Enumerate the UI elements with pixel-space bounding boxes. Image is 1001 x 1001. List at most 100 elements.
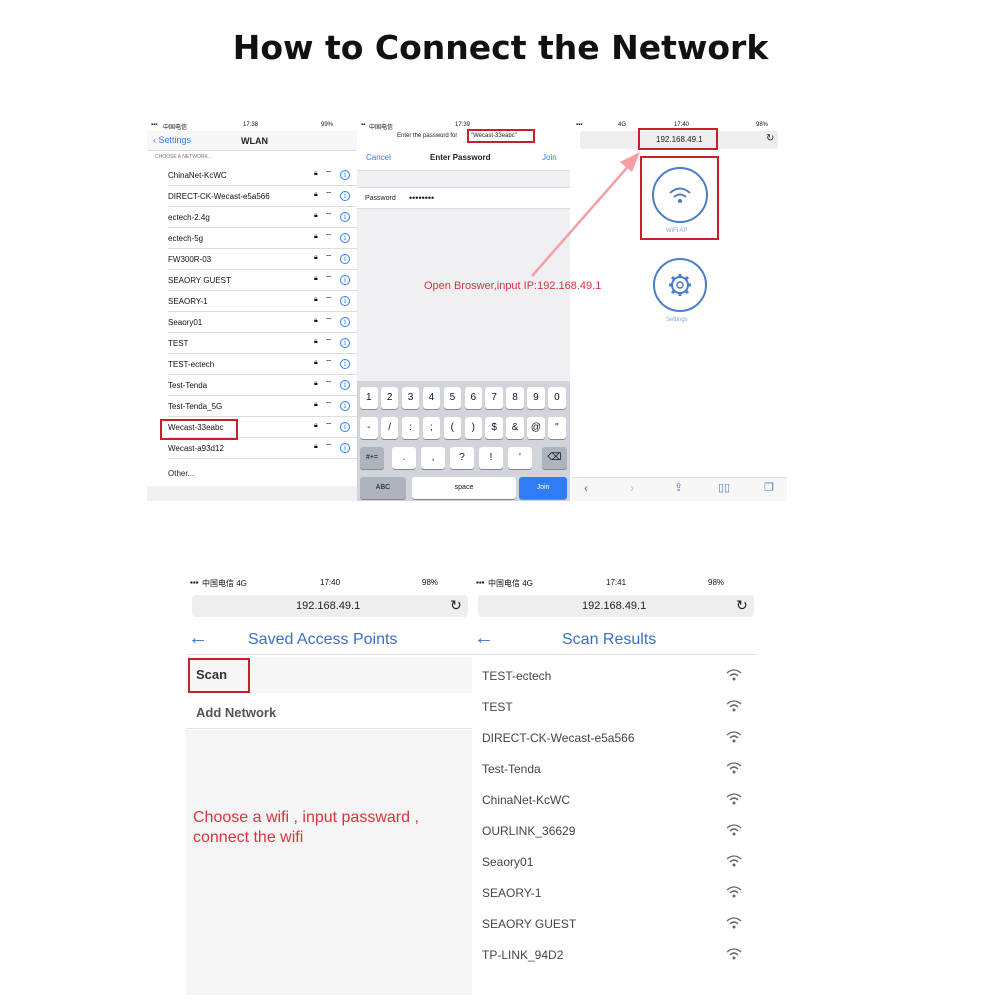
info-icon[interactable]: i bbox=[340, 401, 350, 411]
scan-item[interactable]: Scan bbox=[186, 657, 472, 693]
network-item[interactable]: ectech-5g🔒︎⌔i bbox=[147, 228, 357, 249]
key[interactable]: - bbox=[360, 417, 378, 439]
wifi-ap-button[interactable] bbox=[652, 167, 708, 223]
key[interactable]: 3 bbox=[401, 387, 420, 409]
key[interactable]: , bbox=[421, 447, 445, 469]
scan-result-item[interactable]: ChinaNet-KcWC bbox=[472, 784, 758, 815]
info-icon[interactable]: i bbox=[340, 443, 350, 453]
scan-result-item[interactable]: Seaory01 bbox=[472, 846, 758, 877]
key[interactable]: ! bbox=[479, 447, 503, 469]
address-bar[interactable]: 192.168.49.1 ↻ bbox=[580, 131, 778, 149]
info-icon[interactable]: i bbox=[340, 212, 350, 222]
info-icon[interactable]: i bbox=[340, 191, 350, 201]
cancel-button[interactable]: Cancel bbox=[366, 153, 391, 162]
info-icon[interactable]: i bbox=[340, 254, 350, 264]
network-item[interactable]: TEST-ectech🔒︎⌔i bbox=[147, 354, 357, 375]
add-network-item[interactable]: Add Network bbox=[186, 695, 472, 729]
abc-key[interactable]: ABC bbox=[360, 477, 406, 499]
bookmarks-icon[interactable]: ▯▯ bbox=[718, 482, 731, 494]
scan-result-item[interactable]: DIRECT-CK-Wecast-e5a566 bbox=[472, 722, 758, 753]
info-icon[interactable]: i bbox=[340, 338, 350, 348]
network-item[interactable]: DIRECT-CK-Wecast-e5a566🔒︎⌔i bbox=[147, 186, 357, 207]
info-icon[interactable]: i bbox=[340, 317, 350, 327]
password-field[interactable]: •••••••• bbox=[409, 193, 435, 203]
info-icon[interactable]: i bbox=[340, 233, 350, 243]
network-item[interactable]: TEST🔒︎⌔i bbox=[147, 333, 357, 354]
scan-result-item[interactable]: SEAORY GUEST bbox=[472, 908, 758, 939]
key[interactable]: 1 bbox=[360, 387, 378, 409]
settings-button[interactable] bbox=[653, 258, 707, 312]
key[interactable]: 6 bbox=[464, 387, 482, 409]
key[interactable]: : bbox=[401, 417, 420, 439]
network-item[interactable]: Wecast-a93d12🔒︎⌔i bbox=[147, 438, 357, 459]
key[interactable]: 2 bbox=[380, 387, 399, 409]
delete-key[interactable]: ⌫ bbox=[542, 447, 567, 469]
key[interactable]: ' bbox=[508, 447, 532, 469]
back-arrow-icon[interactable]: ← bbox=[474, 627, 494, 649]
back-arrow-icon[interactable]: ← bbox=[188, 627, 208, 649]
address-bar[interactable]: 192.168.49.1 ↻ bbox=[478, 595, 754, 617]
key[interactable]: 8 bbox=[506, 387, 524, 409]
address-bar[interactable]: 192.168.49.1 ↻ bbox=[192, 595, 468, 617]
url-text: 192.168.49.1 bbox=[582, 600, 647, 612]
scan-result-item[interactable]: SEAORY-1 bbox=[472, 877, 758, 908]
key[interactable]: 0 bbox=[548, 387, 566, 409]
key[interactable]: / bbox=[380, 417, 399, 439]
clock: 17:40 bbox=[320, 578, 341, 587]
scan-result-item[interactable]: TEST bbox=[472, 691, 758, 722]
key[interactable]: 4 bbox=[422, 387, 441, 409]
tabs-icon[interactable]: ❐ bbox=[764, 482, 774, 494]
info-icon[interactable]: i bbox=[340, 275, 350, 285]
network-item[interactable]: Test-Tenda🔒︎⌔i bbox=[147, 375, 357, 396]
wifi-signal-icon: ⌔ bbox=[325, 169, 333, 178]
phone-scan-results-screen: ▪▪▪ 中国电信 4G 17:41 98% 192.168.49.1 ↻ ← S… bbox=[472, 575, 758, 995]
nav-bar: ‹ Settings WLAN bbox=[147, 131, 357, 151]
network-item[interactable]: SEAORY GUEST🔒︎⌔i bbox=[147, 270, 357, 291]
key[interactable]: . bbox=[392, 447, 416, 469]
back-icon[interactable]: ‹ bbox=[584, 481, 588, 495]
key[interactable]: ; bbox=[422, 417, 441, 439]
key[interactable]: ) bbox=[464, 417, 482, 439]
network-item[interactable]: ectech-2.4g🔒︎⌔i bbox=[147, 207, 357, 228]
key[interactable]: $ bbox=[485, 417, 503, 439]
scan-result-name: Test-Tenda bbox=[482, 762, 541, 776]
network-item[interactable]: FW300R-03🔒︎⌔i bbox=[147, 249, 357, 270]
info-icon[interactable]: i bbox=[340, 296, 350, 306]
key[interactable]: 5 bbox=[443, 387, 462, 409]
key[interactable]: & bbox=[506, 417, 524, 439]
scan-result-item[interactable]: TEST-ectech bbox=[472, 660, 758, 691]
other-network-item[interactable]: Other... bbox=[168, 469, 194, 478]
reload-icon[interactable]: ↻ bbox=[766, 133, 775, 144]
space-key[interactable]: space bbox=[412, 477, 516, 499]
forward-icon[interactable]: › bbox=[630, 481, 634, 495]
join-button[interactable]: Join bbox=[542, 153, 557, 162]
back-button[interactable]: ‹ Settings bbox=[153, 135, 191, 145]
network-item[interactable]: Test-Tenda_5G🔒︎⌔i bbox=[147, 396, 357, 417]
reload-icon[interactable]: ↻ bbox=[450, 597, 462, 613]
key[interactable]: 7 bbox=[485, 387, 503, 409]
key[interactable]: ( bbox=[443, 417, 462, 439]
key[interactable]: ? bbox=[450, 447, 474, 469]
scan-result-item[interactable]: OURLINK_36629 bbox=[472, 815, 758, 846]
key[interactable]: 9 bbox=[527, 387, 545, 409]
info-icon[interactable]: i bbox=[340, 359, 350, 369]
scan-result-name: ChinaNet-KcWC bbox=[482, 793, 571, 807]
symbols-key[interactable]: #+= bbox=[360, 447, 384, 469]
info-icon[interactable]: i bbox=[340, 170, 350, 180]
join-key[interactable]: Join bbox=[519, 477, 567, 499]
scan-result-item[interactable]: Test-Tenda bbox=[472, 753, 758, 784]
scan-result-item[interactable]: TP-LINK_94D2 bbox=[472, 939, 758, 970]
network-item[interactable]: Wecast-33eabc🔒︎⌔i bbox=[147, 417, 357, 438]
wifi-signal-icon: ⌔ bbox=[325, 442, 333, 451]
key[interactable]: @ bbox=[527, 417, 545, 439]
network-item[interactable]: Seaory01🔒︎⌔i bbox=[147, 312, 357, 333]
annotation-line-2: connect the wifi bbox=[193, 829, 304, 846]
info-icon[interactable]: i bbox=[340, 422, 350, 432]
info-icon[interactable]: i bbox=[340, 380, 350, 390]
network-name: Wecast-33eabc bbox=[168, 423, 224, 432]
reload-icon[interactable]: ↻ bbox=[736, 597, 748, 613]
key[interactable]: " bbox=[548, 417, 566, 439]
network-item[interactable]: SEAORY-1🔒︎⌔i bbox=[147, 291, 357, 312]
share-icon[interactable]: ⇪ bbox=[674, 482, 684, 494]
network-item[interactable]: ChinaNet-KcWC🔒︎⌔i bbox=[147, 165, 357, 186]
